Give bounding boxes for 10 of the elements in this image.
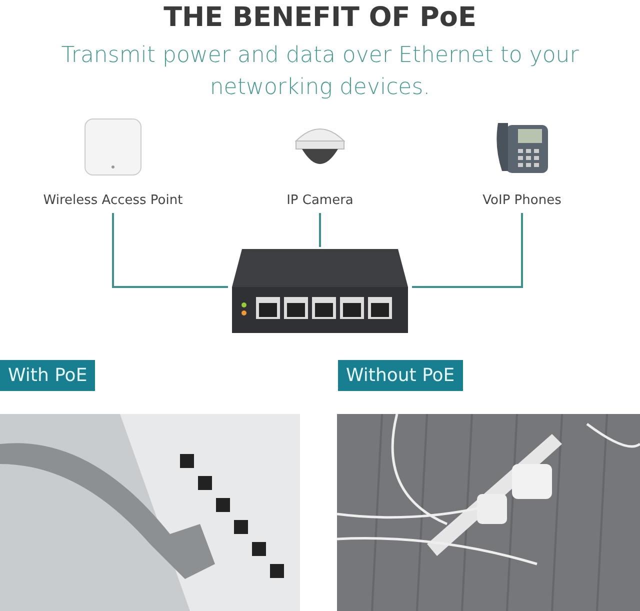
section-label: Without PoE [338,360,463,391]
title: THE BENEFIT OF PoE [162,2,478,33]
device-label: VoIP Phones [482,193,562,208]
connector-line [319,213,321,247]
subtitle: Transmit power and data over Ethernet to your networking devices. [60,42,580,102]
section-label: With PoE [0,360,96,391]
device-label: IP Camera [286,193,354,208]
connector-line [112,213,228,288]
device-label: Wireless Access Point [42,193,184,208]
connector-line [412,213,523,288]
